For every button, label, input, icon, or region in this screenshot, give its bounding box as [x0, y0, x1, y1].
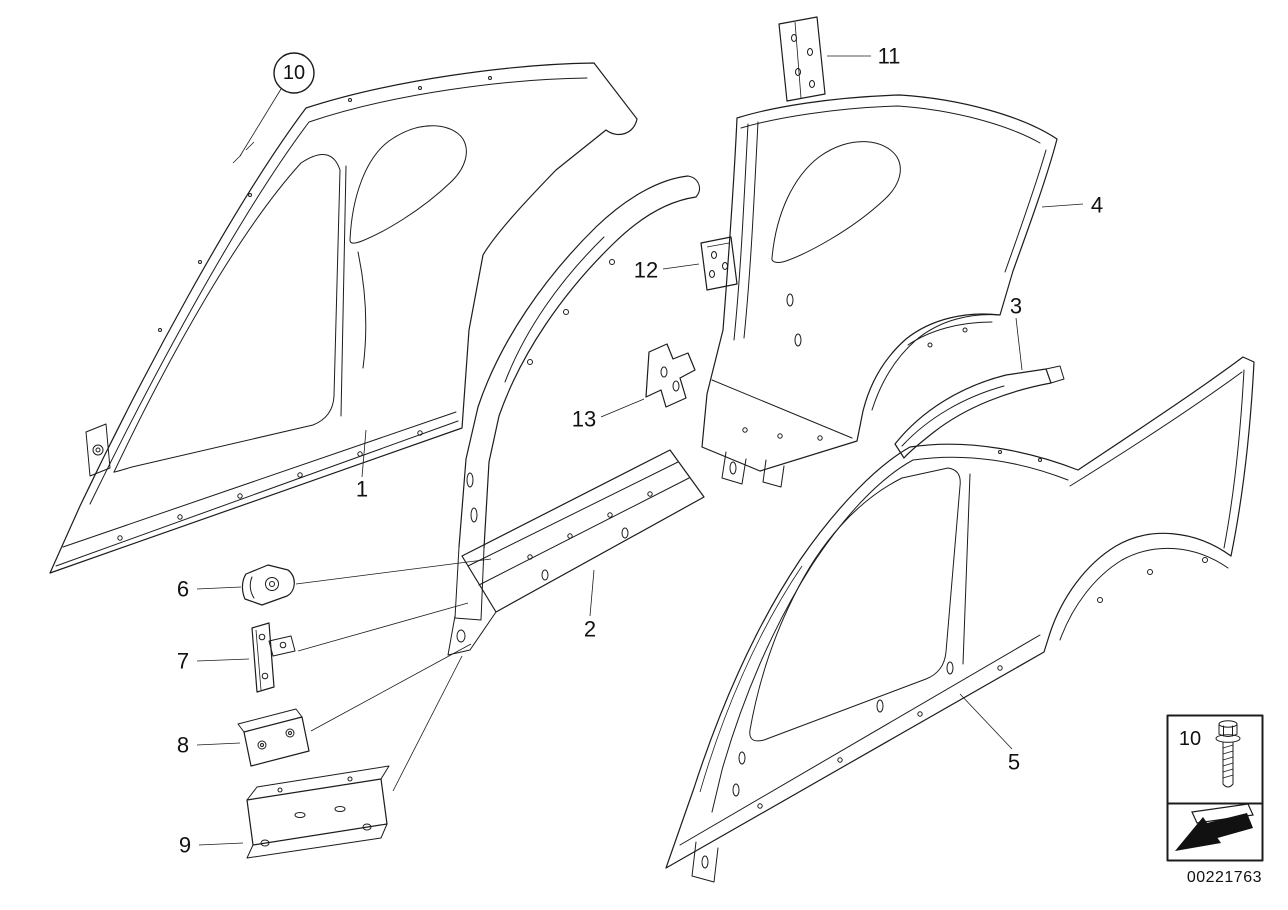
leader-lines: [196, 55, 1084, 846]
callout-12[interactable]: 12: [634, 258, 658, 283]
legend-item-number: 10: [1179, 728, 1201, 750]
bracket-7-drawing: [251, 622, 296, 693]
bracket-8-drawing: [237, 708, 310, 767]
roof-rail-drawing: [894, 365, 1065, 459]
plate-11-drawing: [778, 16, 826, 102]
a-pillar-sill-drawing: [447, 175, 705, 656]
callout-7[interactable]: 7: [177, 649, 189, 674]
callout-11[interactable]: 11: [878, 44, 901, 69]
direction-arrow-icon: [1175, 803, 1254, 851]
callout-1[interactable]: 1: [356, 477, 368, 502]
side-frame-right-drawing: [665, 356, 1255, 883]
legend-box: 10: [1166, 714, 1264, 862]
callout-9[interactable]: 9: [179, 833, 191, 858]
bracket-6-drawing: [241, 564, 295, 606]
assembly-reference-lines: [295, 558, 492, 792]
callout-3[interactable]: 3: [1010, 294, 1022, 319]
side-frame-complete-drawing: [49, 62, 638, 574]
callout-2[interactable]: 2: [584, 617, 596, 642]
bolt-icon: [1215, 720, 1241, 788]
callout-8[interactable]: 8: [177, 733, 189, 758]
callout-4[interactable]: 4: [1091, 193, 1103, 218]
bracket-9-drawing: [246, 765, 390, 859]
callout-13[interactable]: 13: [572, 407, 596, 432]
rear-quarter-panel-drawing: [701, 94, 1058, 488]
callout-5[interactable]: 5: [1008, 750, 1020, 775]
callout-10-label[interactable]: 10: [283, 62, 305, 84]
callout-10[interactable]: 10: [273, 52, 315, 94]
document-number: 00221763: [1187, 869, 1262, 886]
bracket-13-drawing: [645, 343, 696, 408]
bracket-12-drawing: [700, 236, 738, 291]
callout-6[interactable]: 6: [177, 577, 189, 602]
